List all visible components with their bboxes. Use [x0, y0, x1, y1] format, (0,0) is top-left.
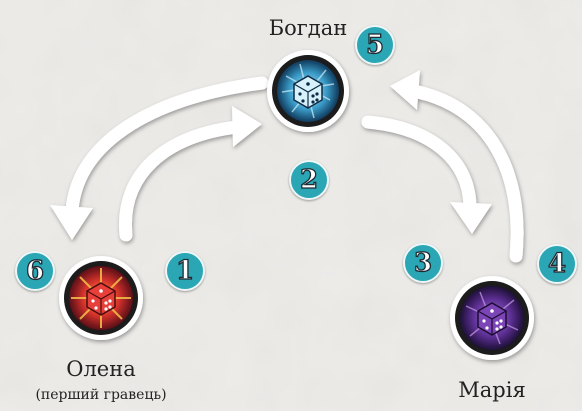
arrow-bohdan-to-mariia: [368, 122, 492, 234]
step-badge-2: 2: [289, 160, 329, 200]
step-badge-1: 1: [165, 251, 205, 291]
token-olena: [59, 256, 143, 340]
token-bohdan: [267, 50, 349, 132]
player-name-mariia: Марія: [458, 378, 525, 402]
token-mariia: [450, 276, 534, 360]
die-icon: [478, 303, 506, 335]
step-badge-5: 5: [355, 25, 395, 65]
player-name-olena: Олена: [66, 357, 136, 381]
step-badge-3: 3: [403, 243, 443, 283]
die-icon: [87, 283, 115, 315]
step-badge-4: 4: [537, 244, 577, 284]
player-name-bohdan: Богдан: [269, 16, 348, 40]
step-badge-6: 6: [15, 251, 55, 291]
first-player-note: (перший гравець): [35, 387, 166, 403]
arrow-olena-to-bohdan: [125, 106, 262, 235]
die-icon: [294, 76, 322, 108]
